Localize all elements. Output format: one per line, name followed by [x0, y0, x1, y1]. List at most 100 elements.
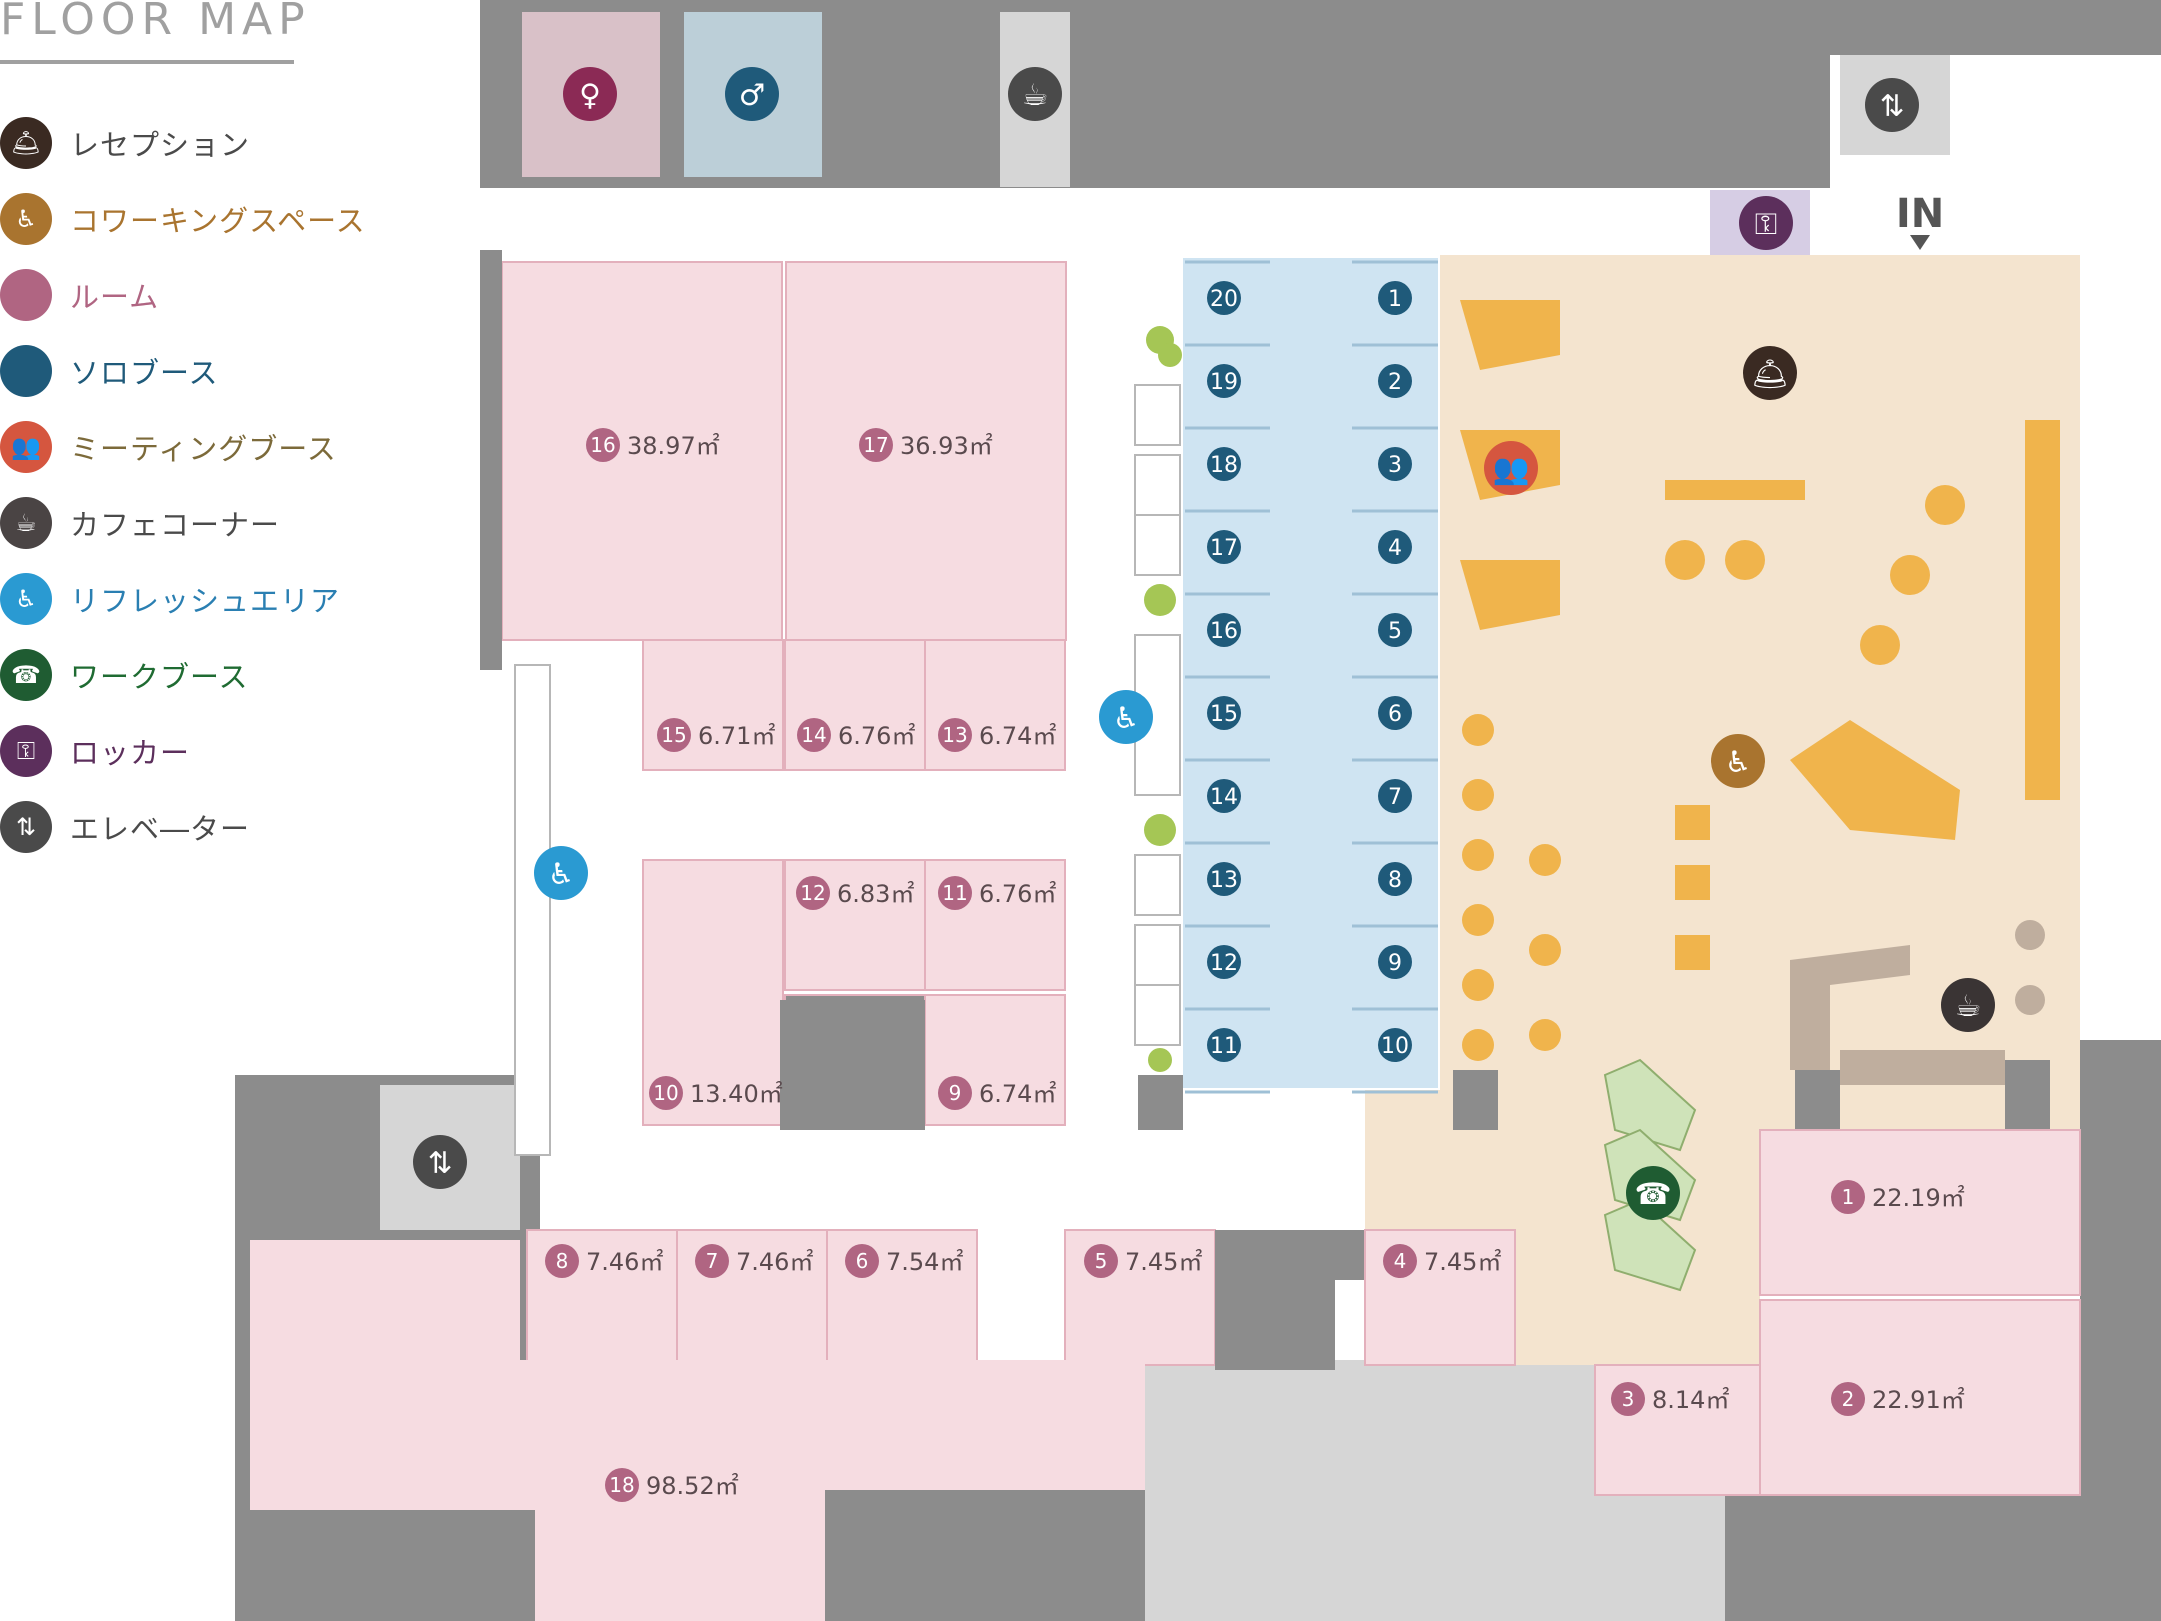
- solo-booth-1[interactable]: [1378, 281, 1412, 315]
- room-12-badge[interactable]: [796, 876, 830, 910]
- solo-booth-6[interactable]: [1378, 696, 1412, 730]
- svg-text:☕: ☕: [1955, 989, 1982, 1024]
- room-7-area-label: 7.46㎡: [736, 1248, 813, 1276]
- legend-label: ロッカー: [70, 736, 191, 770]
- solo-booth-6-number: 6: [1388, 702, 1402, 727]
- room-6-badge-number: 6: [856, 1249, 869, 1273]
- room-1-badge-number: 1: [1842, 1185, 1855, 1209]
- refresh-area-icon: ♿: [534, 846, 588, 900]
- solo-booth-18-number: 18: [1210, 453, 1238, 478]
- legend-label: カフェコーナー: [70, 508, 281, 542]
- solo-booth-5[interactable]: [1378, 613, 1412, 647]
- room-18-badge-number: 18: [609, 1473, 634, 1497]
- legend-item-2: ♿ コワーキングスペース: [0, 189, 366, 249]
- solo-booth-12[interactable]: [1207, 945, 1241, 979]
- solo-booth-2-number: 2: [1388, 370, 1402, 395]
- solo-booth-2[interactable]: [1378, 364, 1412, 398]
- coworking-icon: ♿: [0, 193, 52, 245]
- cafe-counter: [1790, 920, 2045, 1085]
- solo-booth-7-number: 7: [1388, 785, 1402, 810]
- room-7-badge[interactable]: [695, 1244, 729, 1278]
- meeting-booth-icon: 👥: [0, 421, 52, 473]
- solo-booth-9[interactable]: [1378, 945, 1412, 979]
- solo-booth-10-number: 10: [1381, 1034, 1409, 1059]
- refresh-seating: [514, 384, 1181, 1156]
- room-8-badge[interactable]: [545, 1244, 579, 1278]
- solo-booth-14-number: 14: [1210, 785, 1238, 810]
- room-17-badge[interactable]: [859, 428, 893, 462]
- room-8-area-label: 7.46㎡: [586, 1248, 663, 1276]
- svg-text:♂: ♂: [739, 78, 766, 113]
- womens-restroom-icon: ♀: [563, 67, 617, 121]
- legend-label: コワーキングスペース: [70, 204, 366, 238]
- solo-booth-8[interactable]: [1378, 862, 1412, 896]
- room-4-badge[interactable]: [1383, 1244, 1417, 1278]
- solo-booth-16[interactable]: [1207, 613, 1241, 647]
- room-3-badge[interactable]: [1611, 1382, 1645, 1416]
- entrance-arrow-icon: [1910, 235, 1930, 250]
- room-11-badge[interactable]: [938, 876, 972, 910]
- cafe-icon: ☕: [1941, 978, 1995, 1032]
- svg-text:☕: ☕: [1022, 78, 1049, 113]
- room-14-badge-number: 14: [801, 723, 826, 747]
- solo-booth-7[interactable]: [1378, 779, 1412, 813]
- room-10-badge[interactable]: [649, 1076, 683, 1110]
- solo-booth-19[interactable]: [1207, 364, 1241, 398]
- svg-text:⚿: ⚿: [1755, 207, 1778, 242]
- room-16-area: [501, 261, 783, 641]
- room-15-area: [642, 639, 784, 771]
- svg-text:⇅: ⇅: [1880, 89, 1905, 124]
- legend-item-10: ⇅エレベ―ター: [0, 797, 250, 857]
- room-18-badge[interactable]: [605, 1468, 639, 1502]
- solo-booth-3[interactable]: [1378, 447, 1412, 481]
- room-4-badge-number: 4: [1394, 1249, 1407, 1273]
- solo-booth-14[interactable]: [1207, 779, 1241, 813]
- reception-icon: 🛎: [1743, 346, 1797, 400]
- room-17-badge-number: 17: [863, 433, 888, 457]
- solo-booth-11[interactable]: [1207, 1028, 1241, 1062]
- room-18-area-label: 98.52㎡: [646, 1472, 739, 1500]
- legend-label: レセプション: [70, 128, 251, 162]
- room-11-area-label: 6.76㎡: [979, 880, 1056, 908]
- room-1-badge[interactable]: [1831, 1180, 1865, 1214]
- key-icon: ⚿: [0, 725, 52, 777]
- room-16-badge[interactable]: [586, 428, 620, 462]
- solo-booth-10[interactable]: [1378, 1028, 1412, 1062]
- room-6-badge[interactable]: [845, 1244, 879, 1278]
- room-14-badge[interactable]: [797, 718, 831, 752]
- solo-booth-17-number: 17: [1210, 536, 1238, 561]
- room-15-badge[interactable]: [657, 718, 691, 752]
- room-17-area-label: 36.93㎡: [900, 432, 993, 460]
- legend-item-1: 🛎レセプション: [0, 113, 250, 173]
- solo-booth-3-number: 3: [1388, 453, 1402, 478]
- solo-booth-20[interactable]: [1207, 281, 1241, 315]
- room-5-badge[interactable]: [1084, 1244, 1118, 1278]
- solo-booth-9-number: 9: [1388, 951, 1402, 976]
- phone-icon: ☎: [0, 649, 52, 701]
- key-icon: ⚿: [1739, 196, 1793, 250]
- solo-booth-13-number: 13: [1210, 868, 1238, 893]
- solo-booth-15[interactable]: [1207, 696, 1241, 730]
- room-15-area-label: 6.71㎡: [698, 722, 775, 750]
- cafe-icon: ☕: [0, 497, 52, 549]
- room-7-badge-number: 7: [706, 1249, 719, 1273]
- solo-booth-13[interactable]: [1207, 862, 1241, 896]
- coworking-furniture: [1460, 300, 2060, 1061]
- room-13-badge[interactable]: [938, 718, 972, 752]
- room-9-area-label: 6.74㎡: [979, 1080, 1056, 1108]
- solo-booth-15-number: 15: [1210, 702, 1238, 727]
- title-underline: [0, 60, 294, 64]
- room-10-area-label: 13.40㎡: [690, 1080, 783, 1108]
- svg-text:☎: ☎: [1635, 1177, 1672, 1212]
- solo-booth-18[interactable]: [1207, 447, 1241, 481]
- svg-text:♿: ♿: [1113, 701, 1140, 736]
- room-9-badge[interactable]: [938, 1076, 972, 1110]
- room-3-badge-number: 3: [1622, 1387, 1635, 1411]
- legend-item-4: ソロブース: [0, 341, 219, 401]
- solo-booth-4[interactable]: [1378, 530, 1412, 564]
- solo-booth-12-number: 12: [1210, 951, 1238, 976]
- solo-booth-17[interactable]: [1207, 530, 1241, 564]
- entrance-label: IN: [1896, 191, 1944, 237]
- legend-label: ルーム: [70, 280, 160, 314]
- room-2-badge[interactable]: [1831, 1382, 1865, 1416]
